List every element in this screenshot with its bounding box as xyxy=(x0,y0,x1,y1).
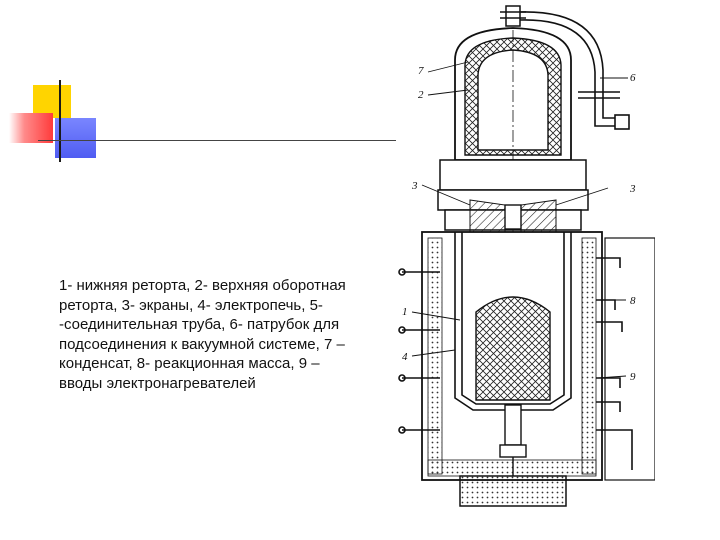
retort-apparatus-diagram: 7 2 6 3 3 1 4 8 9 xyxy=(398,5,655,507)
decor-vertical-line xyxy=(59,80,61,162)
label-9: 9 xyxy=(630,371,636,383)
label-6: 6 xyxy=(630,72,636,84)
label-2: 2 xyxy=(418,89,424,101)
label-3-left: 3 xyxy=(411,180,418,192)
label-1: 1 xyxy=(402,306,408,318)
top-nozzle xyxy=(500,5,526,27)
decor-yellow-square xyxy=(33,85,71,118)
reaction-mass xyxy=(475,296,551,401)
leader-lines xyxy=(411,61,628,379)
connecting-pipe xyxy=(519,11,630,130)
diagram-caption: 1- нижняя реторта, 2- верхняя оборотная … xyxy=(59,277,346,392)
upper-retort xyxy=(454,27,572,470)
label-7: 7 xyxy=(418,65,424,77)
decor-blue-square xyxy=(55,118,96,158)
label-3-right: 3 xyxy=(629,183,636,195)
label-4: 4 xyxy=(402,351,408,363)
decor-horizontal-line xyxy=(38,140,396,141)
bottom-valve xyxy=(499,404,527,476)
decor-red-square xyxy=(9,113,53,143)
screens xyxy=(469,199,557,241)
label-8: 8 xyxy=(630,295,636,307)
heater-inputs xyxy=(596,237,655,481)
left-ports xyxy=(398,268,440,434)
